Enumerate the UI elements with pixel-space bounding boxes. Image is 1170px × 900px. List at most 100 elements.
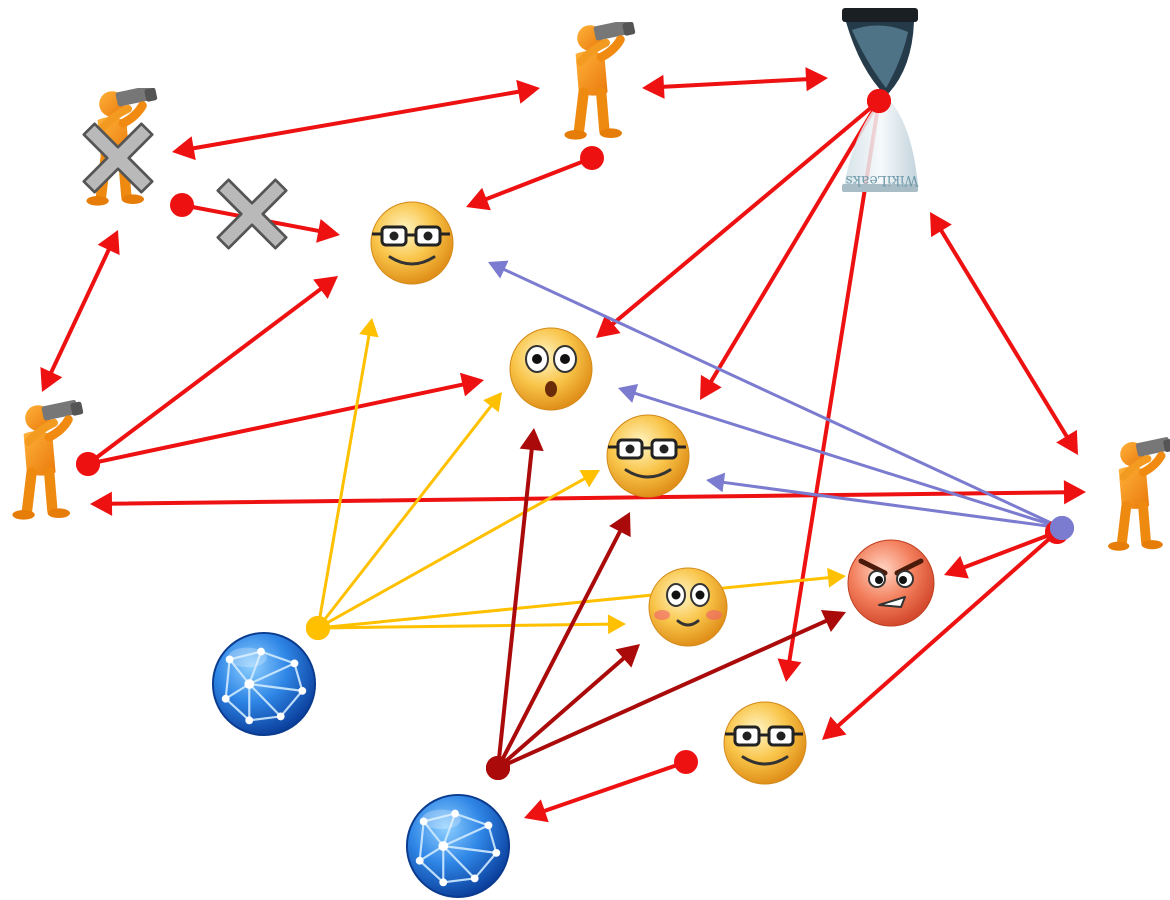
connection-observer-right-to-face-surprised — [618, 383, 1064, 530]
arrow-head — [519, 428, 544, 452]
connection-observer-left-to-face-nerd-top — [86, 276, 338, 466]
globe-left — [211, 631, 317, 737]
arrow-head — [944, 555, 969, 579]
connection-line — [958, 530, 1059, 571]
arrow-head — [1063, 480, 1086, 505]
endpoint-dot — [867, 89, 891, 113]
arrow-head — [822, 716, 847, 740]
connection-observer-left-to-face-surprised — [86, 372, 484, 466]
connection-line — [86, 381, 469, 466]
arrow-head — [313, 276, 338, 299]
arrow-head — [359, 318, 379, 338]
connection-observer-top-left-blocked-to-observer-left — [40, 230, 120, 392]
endpoint-dot — [170, 193, 194, 217]
connection-line — [937, 225, 1071, 442]
arrow-head — [524, 799, 549, 823]
connection-line — [316, 575, 834, 630]
arrow-head — [316, 219, 340, 243]
face-nerd-top — [370, 201, 454, 285]
connection-line — [316, 475, 589, 630]
connection-observer-top-center-to-face-nerd-top — [466, 156, 594, 211]
connection-globe-left-to-face-nerd-middle — [316, 470, 600, 630]
connection-line — [833, 530, 1059, 731]
endpoint-dot — [76, 452, 100, 476]
arrow-head — [805, 67, 828, 92]
endpoint-dot — [580, 146, 604, 170]
observer-top-center — [564, 19, 635, 139]
connection-line — [187, 89, 525, 151]
endpoint-dot — [1050, 516, 1074, 540]
connection-globe-left-to-face-nerd-top — [316, 318, 379, 630]
observer-left — [12, 399, 83, 519]
endpoint-dot — [674, 750, 698, 774]
connection-observer-right-to-face-nerd-top — [488, 260, 1064, 530]
arrow-head — [488, 260, 509, 279]
connection-line — [316, 622, 614, 630]
connection-line — [316, 330, 372, 630]
arrow-head — [930, 212, 952, 238]
connection-line — [496, 617, 832, 770]
arrow-head — [777, 658, 802, 682]
connection-globe-bottom-to-face-blush — [496, 644, 640, 770]
arrow-head — [609, 512, 631, 538]
connection-line — [47, 243, 113, 379]
connection-globe-bottom-to-face-nerd-middle — [496, 512, 631, 770]
arrow-head — [90, 491, 113, 516]
connection-line — [499, 266, 1064, 530]
connection-observer-top-center-to-wikileaks-logo — [642, 67, 828, 99]
glasses-icon — [725, 725, 803, 747]
connection-line — [538, 760, 688, 815]
connection-observer-right-to-face-nerd-bottom — [822, 530, 1059, 740]
diagram-nodes: WikiLeaks — [12, 8, 1170, 899]
connection-observer-right-to-face-angry — [944, 530, 1059, 579]
connection-wikileaks-logo-to-face-nerd-middle — [700, 99, 881, 400]
connection-line — [480, 156, 594, 203]
arrow-head — [579, 470, 600, 488]
connection-wikileaks-logo-to-face-surprised — [596, 99, 881, 338]
face-angry — [847, 539, 935, 627]
arrow-head — [607, 614, 626, 635]
arrow-head — [700, 374, 722, 400]
arrow-head — [97, 230, 120, 256]
connection-globe-bottom-to-face-surprised — [496, 428, 544, 770]
connection-line — [786, 99, 881, 667]
arrow-head — [40, 366, 63, 392]
face-nerd-bottom — [723, 701, 807, 785]
connection-line — [718, 480, 1064, 530]
connection-line — [607, 99, 881, 329]
connection-wikileaks-logo-to-observer-right — [930, 212, 1078, 455]
connection-line — [657, 76, 813, 90]
arrow-head — [618, 383, 639, 403]
connection-line — [105, 490, 1071, 506]
face-nerd-middle — [606, 414, 690, 498]
connection-face-nerd-bottom-to-globe-bottom — [524, 760, 688, 823]
arrow-head — [596, 314, 621, 338]
arrow-head — [466, 187, 491, 211]
connection-line — [316, 401, 495, 630]
face-surprised — [509, 327, 593, 411]
connection-observer-right-to-face-nerd-middle — [706, 472, 1064, 530]
connection-globe-left-to-face-surprised — [316, 392, 502, 630]
arrow-head — [615, 644, 640, 668]
connection-globe-left-to-face-angry — [316, 567, 846, 630]
connection-endpoints — [76, 89, 1074, 780]
endpoint-dot — [306, 616, 330, 640]
connection-lines — [40, 67, 1086, 823]
arrow-head — [820, 609, 846, 633]
observer-right — [1108, 437, 1170, 551]
face-blush — [648, 567, 728, 647]
endpoint-dot — [486, 756, 510, 780]
hourglass-globe-logo: WikiLeaks — [842, 8, 919, 192]
arrow-head — [516, 79, 540, 104]
logo-text: WikiLeaks — [845, 172, 918, 188]
arrow-head — [827, 567, 846, 588]
connection-line — [496, 653, 629, 770]
connection-observer-left-to-observer-right — [90, 480, 1086, 516]
connection-line — [630, 390, 1064, 530]
connection-globe-bottom-to-face-angry — [496, 609, 846, 770]
arrow-head — [706, 472, 726, 493]
arrow-head — [1056, 429, 1078, 455]
connection-globe-left-to-face-blush — [316, 614, 626, 635]
arrow-head — [172, 136, 196, 161]
arrow-head — [459, 372, 484, 397]
